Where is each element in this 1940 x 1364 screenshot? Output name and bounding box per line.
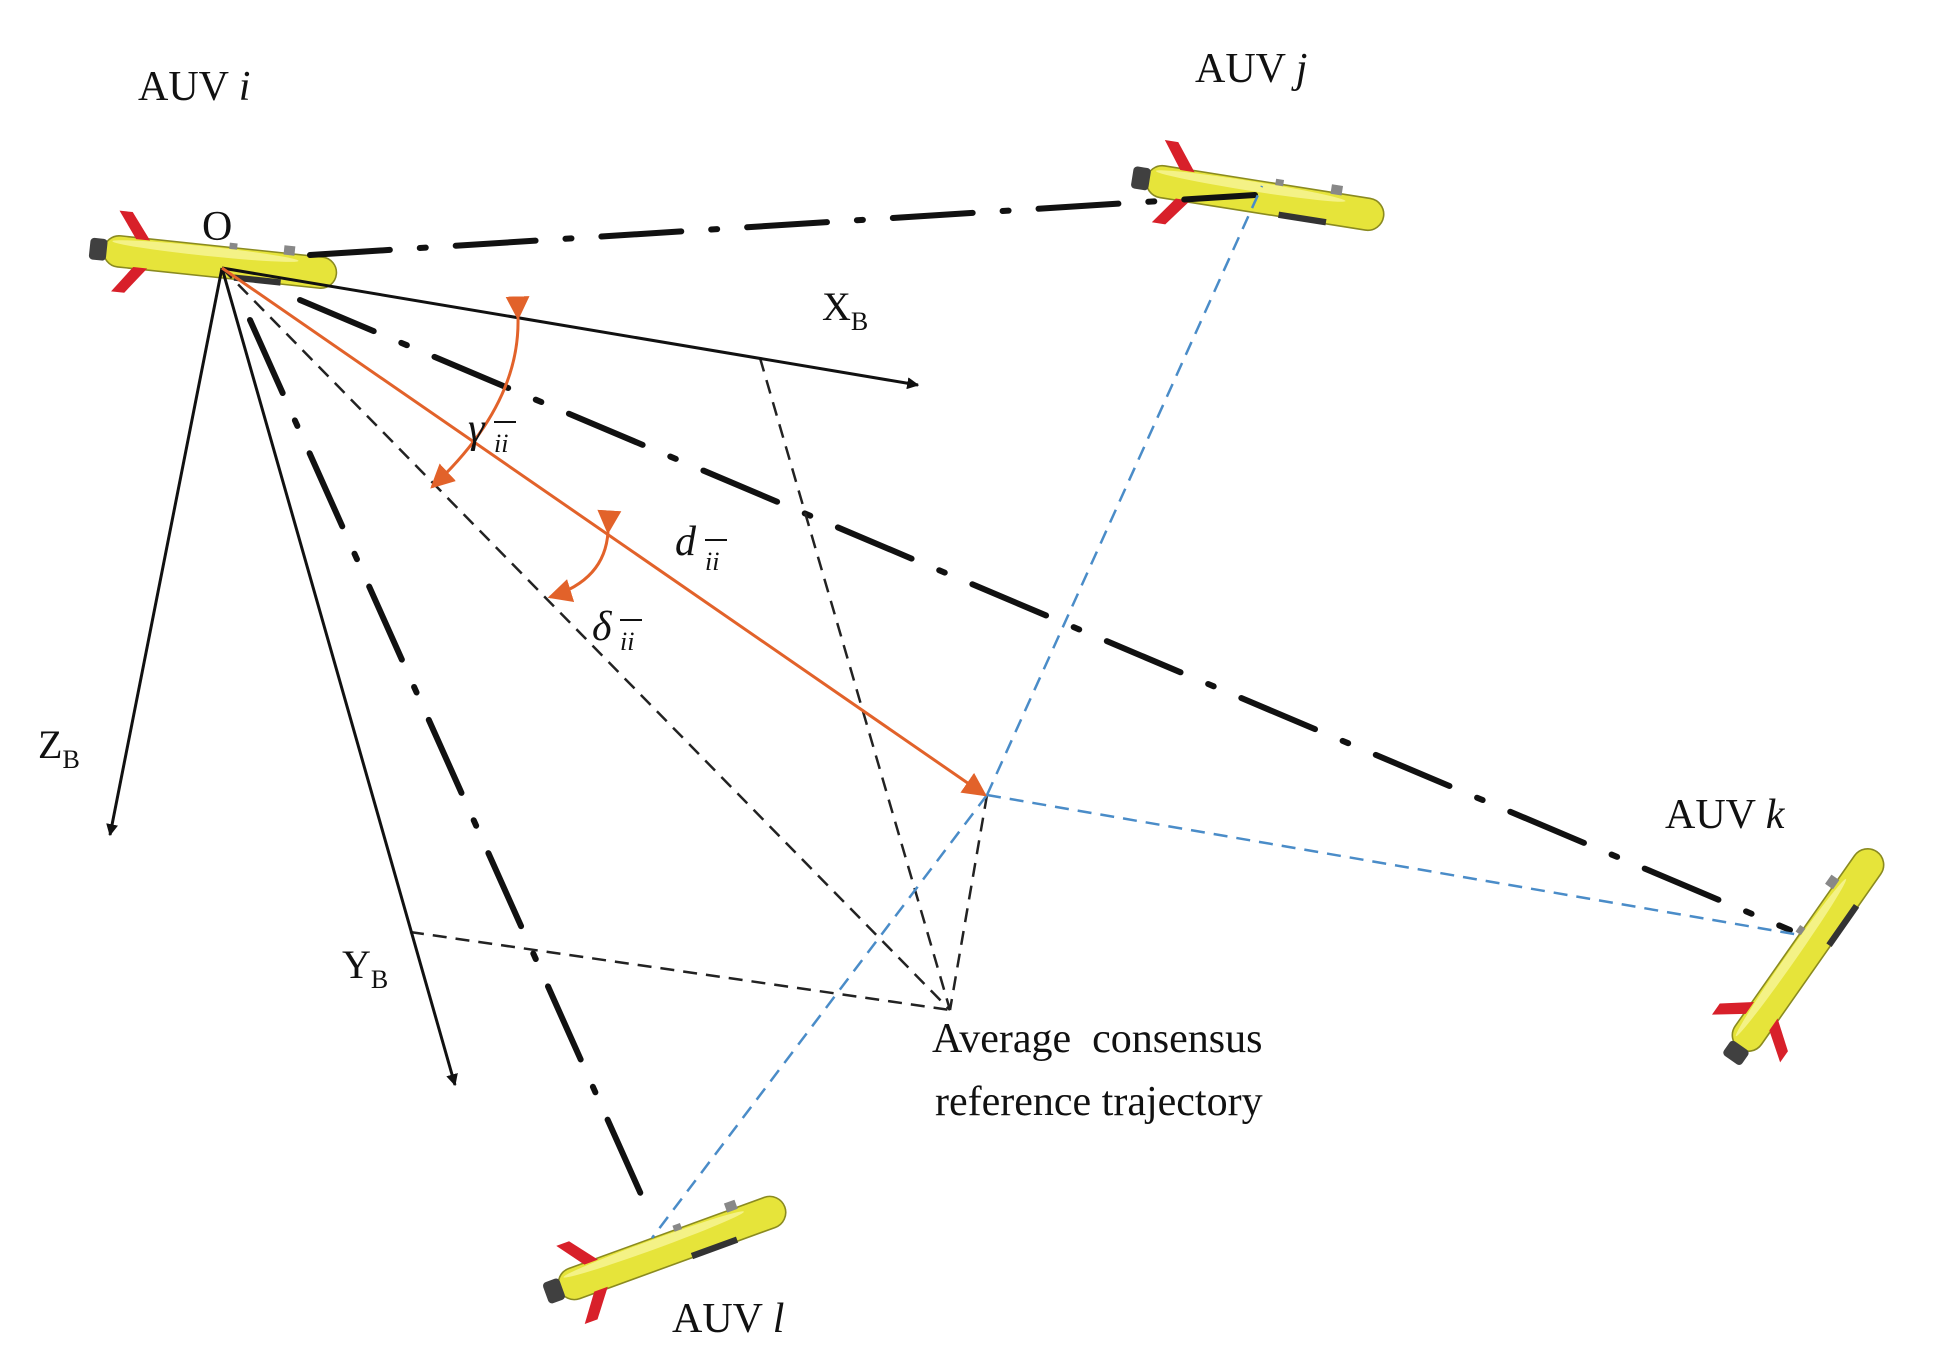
blue-to-auv-j (985, 185, 1264, 796)
communication-links (247, 192, 1793, 1213)
dashed-o-to-reference (221, 267, 951, 1011)
body-axes (106, 266, 920, 1087)
auv-i-label: AUV i (138, 64, 250, 110)
projection-lines (221, 267, 989, 1012)
svg-text:ii: ii (620, 627, 634, 656)
gamma-label: γ ii (468, 406, 516, 458)
auv-j-label: AUV j (1195, 46, 1307, 92)
link-i-l (247, 317, 651, 1213)
auv-vehicle-icon (1696, 827, 1912, 1085)
auv-k-label: AUV k (1665, 792, 1786, 838)
delta-angle-arc (547, 509, 622, 603)
auv-l-label: AUV l (672, 1296, 784, 1342)
yb-axis-label: YB (342, 942, 388, 994)
delta-label: δ ii (592, 604, 642, 656)
xb-axis-label: XB (822, 284, 868, 336)
dashed-x-foot (758, 357, 952, 1011)
zb-axis-label: ZB (38, 722, 80, 774)
svg-text:ii: ii (705, 547, 719, 576)
z-axis-arrow (106, 267, 224, 837)
svg-text:d: d (675, 519, 697, 565)
dashed-y-foot (409, 930, 951, 1012)
svg-text:δ: δ (592, 604, 613, 650)
dashed-target-down (948, 794, 989, 1011)
reference-label-line2: reference trajectory (935, 1079, 1263, 1125)
svg-text:ii: ii (494, 429, 508, 458)
auv-k-vehicle (1696, 827, 1912, 1085)
consensus-lines (651, 185, 1801, 1239)
gamma-angle-arc (430, 296, 530, 489)
link-i-k (297, 297, 1793, 933)
origin-label: O (202, 204, 232, 250)
y-axis-arrow (220, 267, 458, 1087)
distance-label: d ii (675, 519, 727, 576)
svg-text:γ: γ (468, 406, 486, 452)
link-i-j (307, 192, 1258, 258)
blue-to-auv-l (651, 794, 988, 1239)
distance-vector (221, 266, 987, 797)
x-axis-arrow (221, 266, 920, 390)
reference-label-line1: Average consensus (932, 1016, 1262, 1062)
relative-geometry (221, 266, 987, 797)
